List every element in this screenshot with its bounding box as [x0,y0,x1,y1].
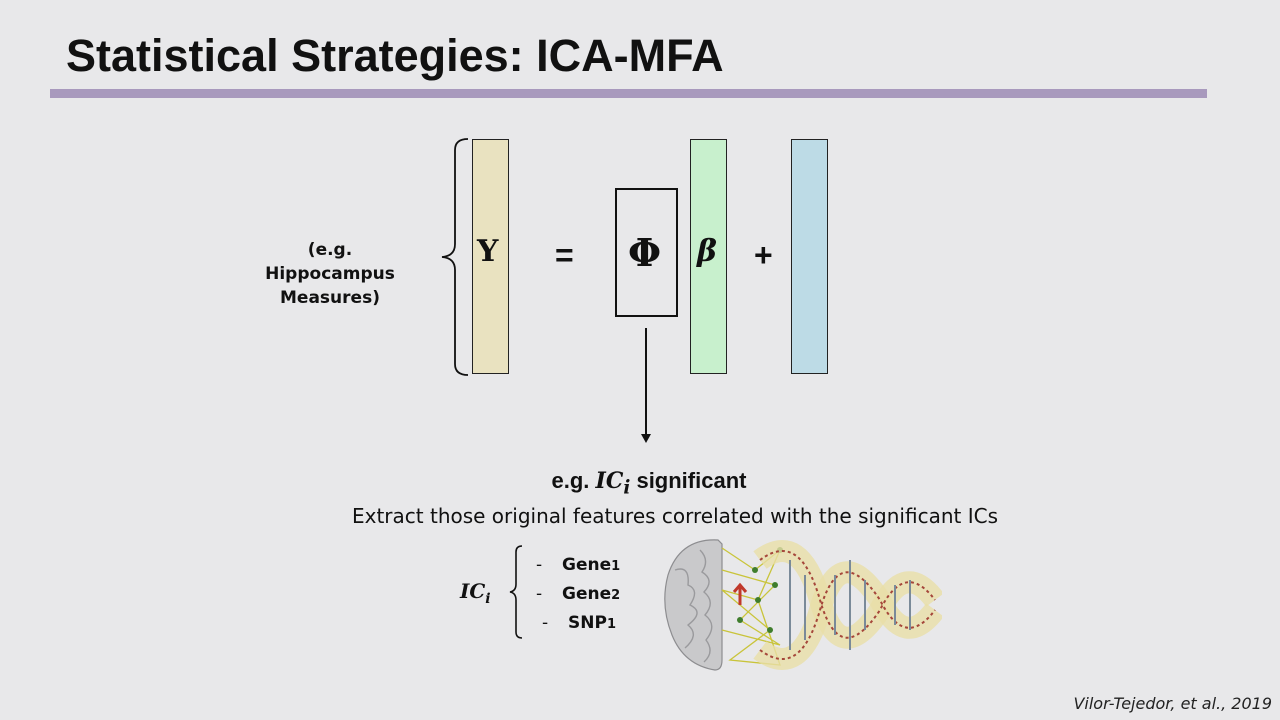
ic-list-brace-icon [509,545,523,639]
list-item: -SNP1 [542,613,616,633]
response-label: (e.g. Hippocampus Measures) [240,238,420,310]
beta-symbol: β [697,234,717,269]
extract-description: Extract those original features correlat… [351,504,998,528]
significant-ic-heading: e.g. ICi significant [0,468,1280,498]
beta-vector-bar [690,139,727,374]
brain-dna-illustration [664,539,942,671]
ic-symbol: ICi [595,468,631,499]
plus-sign: + [754,237,773,273]
y-symbol: Y [477,234,499,269]
y-vector-bar [472,139,509,374]
response-label-line1: (e.g. Hippocampus [265,240,395,284]
down-arrow-icon [641,434,651,443]
equals-sign: = [555,237,574,273]
phi-symbol: Φ [628,230,662,275]
error-vector-bar [791,139,828,374]
slide-title: Statistical Strategies: ICA-MFA [66,30,724,81]
ic-subscript: i [623,477,631,499]
eg-prefix: e.g. [551,468,590,493]
ic-feature-list: -Gene1 -Gene2 -SNP1 [536,553,620,640]
phi-matrix-box [615,188,678,317]
title-underline [50,89,1207,98]
list-item: -Gene1 [536,555,621,575]
list-item: -Gene2 [536,584,621,604]
ic-list-subscript: i [485,591,491,607]
response-label-line2: Measures) [280,288,380,308]
eg-suffix: significant [636,468,747,493]
citation: Vilor-Tejedor, et al., 2019 [1073,694,1272,713]
response-brace-icon [441,138,469,376]
down-arrow-line [645,328,647,436]
ic-list-label: ICi [460,579,491,607]
